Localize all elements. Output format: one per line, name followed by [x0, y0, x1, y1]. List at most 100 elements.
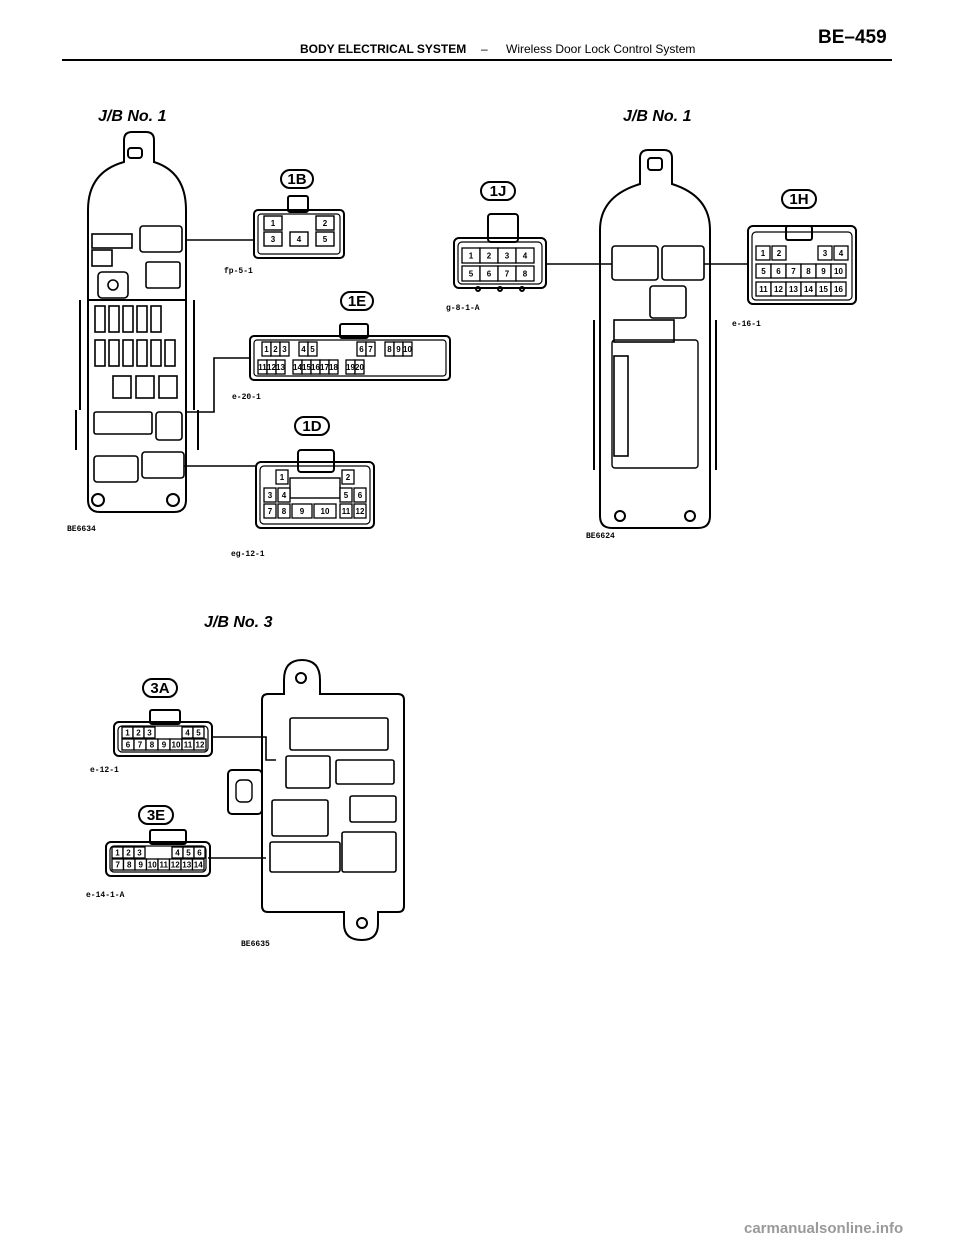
- pin-cell-3E-14: [191, 858, 205, 871]
- pin-label-1E-3: 3: [282, 345, 287, 354]
- pin-cell-1D-7: [263, 503, 277, 519]
- pin-label-3E-5: 5: [186, 849, 191, 858]
- pin-label-3E-7: 7: [116, 861, 121, 870]
- pin-label-3A-6: 6: [126, 741, 131, 750]
- pin-label-1D-7: 7: [268, 507, 273, 516]
- connector-badge-3a: 3A: [142, 678, 178, 698]
- pin-label-1D-6: 6: [358, 491, 363, 500]
- figure-number-right: BE6624: [586, 532, 615, 541]
- pin-label-3A-11: 11: [184, 741, 193, 750]
- subsection-title: Wireless Door Lock Control System: [506, 42, 696, 56]
- jb1-right-body: [593, 149, 717, 529]
- pin-cell-3A-3: [143, 726, 156, 739]
- pin-label-1E-8: 8: [387, 345, 392, 354]
- connector-code-1j: g-8-1-A: [446, 304, 480, 313]
- pin-cell-1H-4: [833, 245, 849, 261]
- connector-3a: [113, 709, 213, 757]
- pin-label-1E-18: 18: [329, 363, 338, 372]
- pin-label-1D-10: 10: [321, 507, 330, 516]
- pin-label-1J-7: 7: [505, 270, 510, 279]
- pin-label-1H-13: 13: [789, 285, 798, 294]
- pin-label-1H-16: 16: [834, 285, 843, 294]
- connector-code-3a: e-12-1: [90, 766, 119, 775]
- pin-cell-1D-11: [339, 503, 353, 519]
- pin-label-3E-13: 13: [182, 861, 191, 870]
- connector-1j: [453, 213, 547, 292]
- pin-cell-1H-16: [830, 281, 847, 297]
- pin-label-3A-9: 9: [162, 741, 167, 750]
- connector-1b: [253, 195, 345, 259]
- pin-label-1D-9: 9: [300, 507, 305, 516]
- connector-code-1h: e-16-1: [732, 320, 761, 329]
- pin-label-1D-8: 8: [282, 507, 287, 516]
- pin-label-1D-4: 4: [282, 491, 287, 500]
- pin-cell-1D-5: [339, 487, 353, 503]
- connector-badge-1h: 1H: [781, 189, 817, 209]
- pin-cell-1J-4: [515, 247, 535, 264]
- pin-label-1H-9: 9: [821, 267, 826, 276]
- pin-label-3A-7: 7: [138, 741, 143, 750]
- pin-label-1H-1: 1: [761, 249, 766, 258]
- connector-code-1d: eg-12-1: [231, 550, 265, 559]
- connector-1h: [747, 225, 857, 305]
- header-dash: –: [481, 42, 488, 56]
- pin-cell-1H-1: [755, 245, 771, 261]
- pin-label-1J-1: 1: [469, 252, 474, 261]
- pin-cell-1E-5: [307, 341, 318, 357]
- pin-label-3A-1: 1: [125, 729, 130, 738]
- pin-label-1D-11: 11: [342, 507, 351, 516]
- pin-label-1B-3: 3: [271, 235, 276, 244]
- watermark: carmanualsonline.info: [744, 1220, 904, 1237]
- pin-label-1J-5: 5: [469, 270, 474, 279]
- connector-code-3e: e-14-1-A: [86, 891, 125, 900]
- pin-label-3E-14: 14: [194, 861, 203, 870]
- pin-label-3E-1: 1: [115, 849, 120, 858]
- pin-cell-1D-4: [277, 487, 291, 503]
- pin-label-1E-12: 12: [267, 363, 276, 372]
- connector-badge-1b: 1B: [280, 169, 314, 189]
- pin-label-1E-4: 4: [301, 345, 306, 354]
- pin-label-3E-11: 11: [160, 861, 169, 870]
- connector-badge-3e: 3E: [138, 805, 174, 825]
- pin-cell-1H-2: [771, 245, 787, 261]
- jb1-right-title: J/B No. 1: [623, 108, 692, 125]
- pin-label-1E-15: 15: [302, 363, 311, 372]
- pin-label-1E-20: 20: [355, 363, 364, 372]
- pin-label-3A-5: 5: [196, 729, 201, 738]
- pin-label-1B-1: 1: [271, 219, 276, 228]
- pin-cell-1E-13: [275, 359, 286, 375]
- pin-cell-1E-10: [402, 341, 413, 357]
- pin-label-1E-9: 9: [396, 345, 401, 354]
- pin-label-1D-1: 1: [280, 473, 285, 482]
- pin-label-1E-10: 10: [403, 345, 412, 354]
- pin-label-1E-19: 19: [346, 363, 355, 372]
- pin-cell-1D-10: [313, 503, 337, 519]
- pin-label-1J-2: 2: [487, 252, 492, 261]
- pin-cell-1D-6: [353, 487, 367, 503]
- pin-label-1E-17: 17: [320, 363, 329, 372]
- pin-label-1H-11: 11: [759, 285, 768, 294]
- figure-number-jb3: BE6635: [241, 940, 270, 949]
- pin-label-3A-12: 12: [196, 741, 205, 750]
- connector-badge-1d: 1D: [294, 416, 330, 436]
- pin-label-3E-9: 9: [139, 861, 144, 870]
- pin-cell-3E-3: [133, 846, 146, 859]
- figure-number-left: BE6634: [67, 525, 96, 534]
- pin-label-1E-5: 5: [310, 345, 315, 354]
- pin-label-1D-12: 12: [356, 507, 365, 516]
- connector-1e: [249, 323, 451, 381]
- pin-label-3A-3: 3: [147, 729, 152, 738]
- connector-code-1e: e-20-1: [232, 393, 261, 402]
- section-title: BODY ELECTRICAL SYSTEM: [300, 42, 467, 56]
- pin-label-1H-10: 10: [834, 267, 843, 276]
- pin-label-1E-13: 13: [276, 363, 285, 372]
- pin-label-1H-14: 14: [804, 285, 813, 294]
- pin-label-3E-6: 6: [197, 849, 202, 858]
- pin-cell-1E-7: [365, 341, 376, 357]
- pin-label-3E-4: 4: [175, 849, 180, 858]
- pin-cell-1D-1: [275, 469, 289, 485]
- pin-cell-1J-8: [515, 265, 535, 282]
- pin-cell-1E-18: [328, 359, 339, 375]
- pin-label-1D-3: 3: [268, 491, 273, 500]
- pin-label-1D-2: 2: [346, 473, 351, 482]
